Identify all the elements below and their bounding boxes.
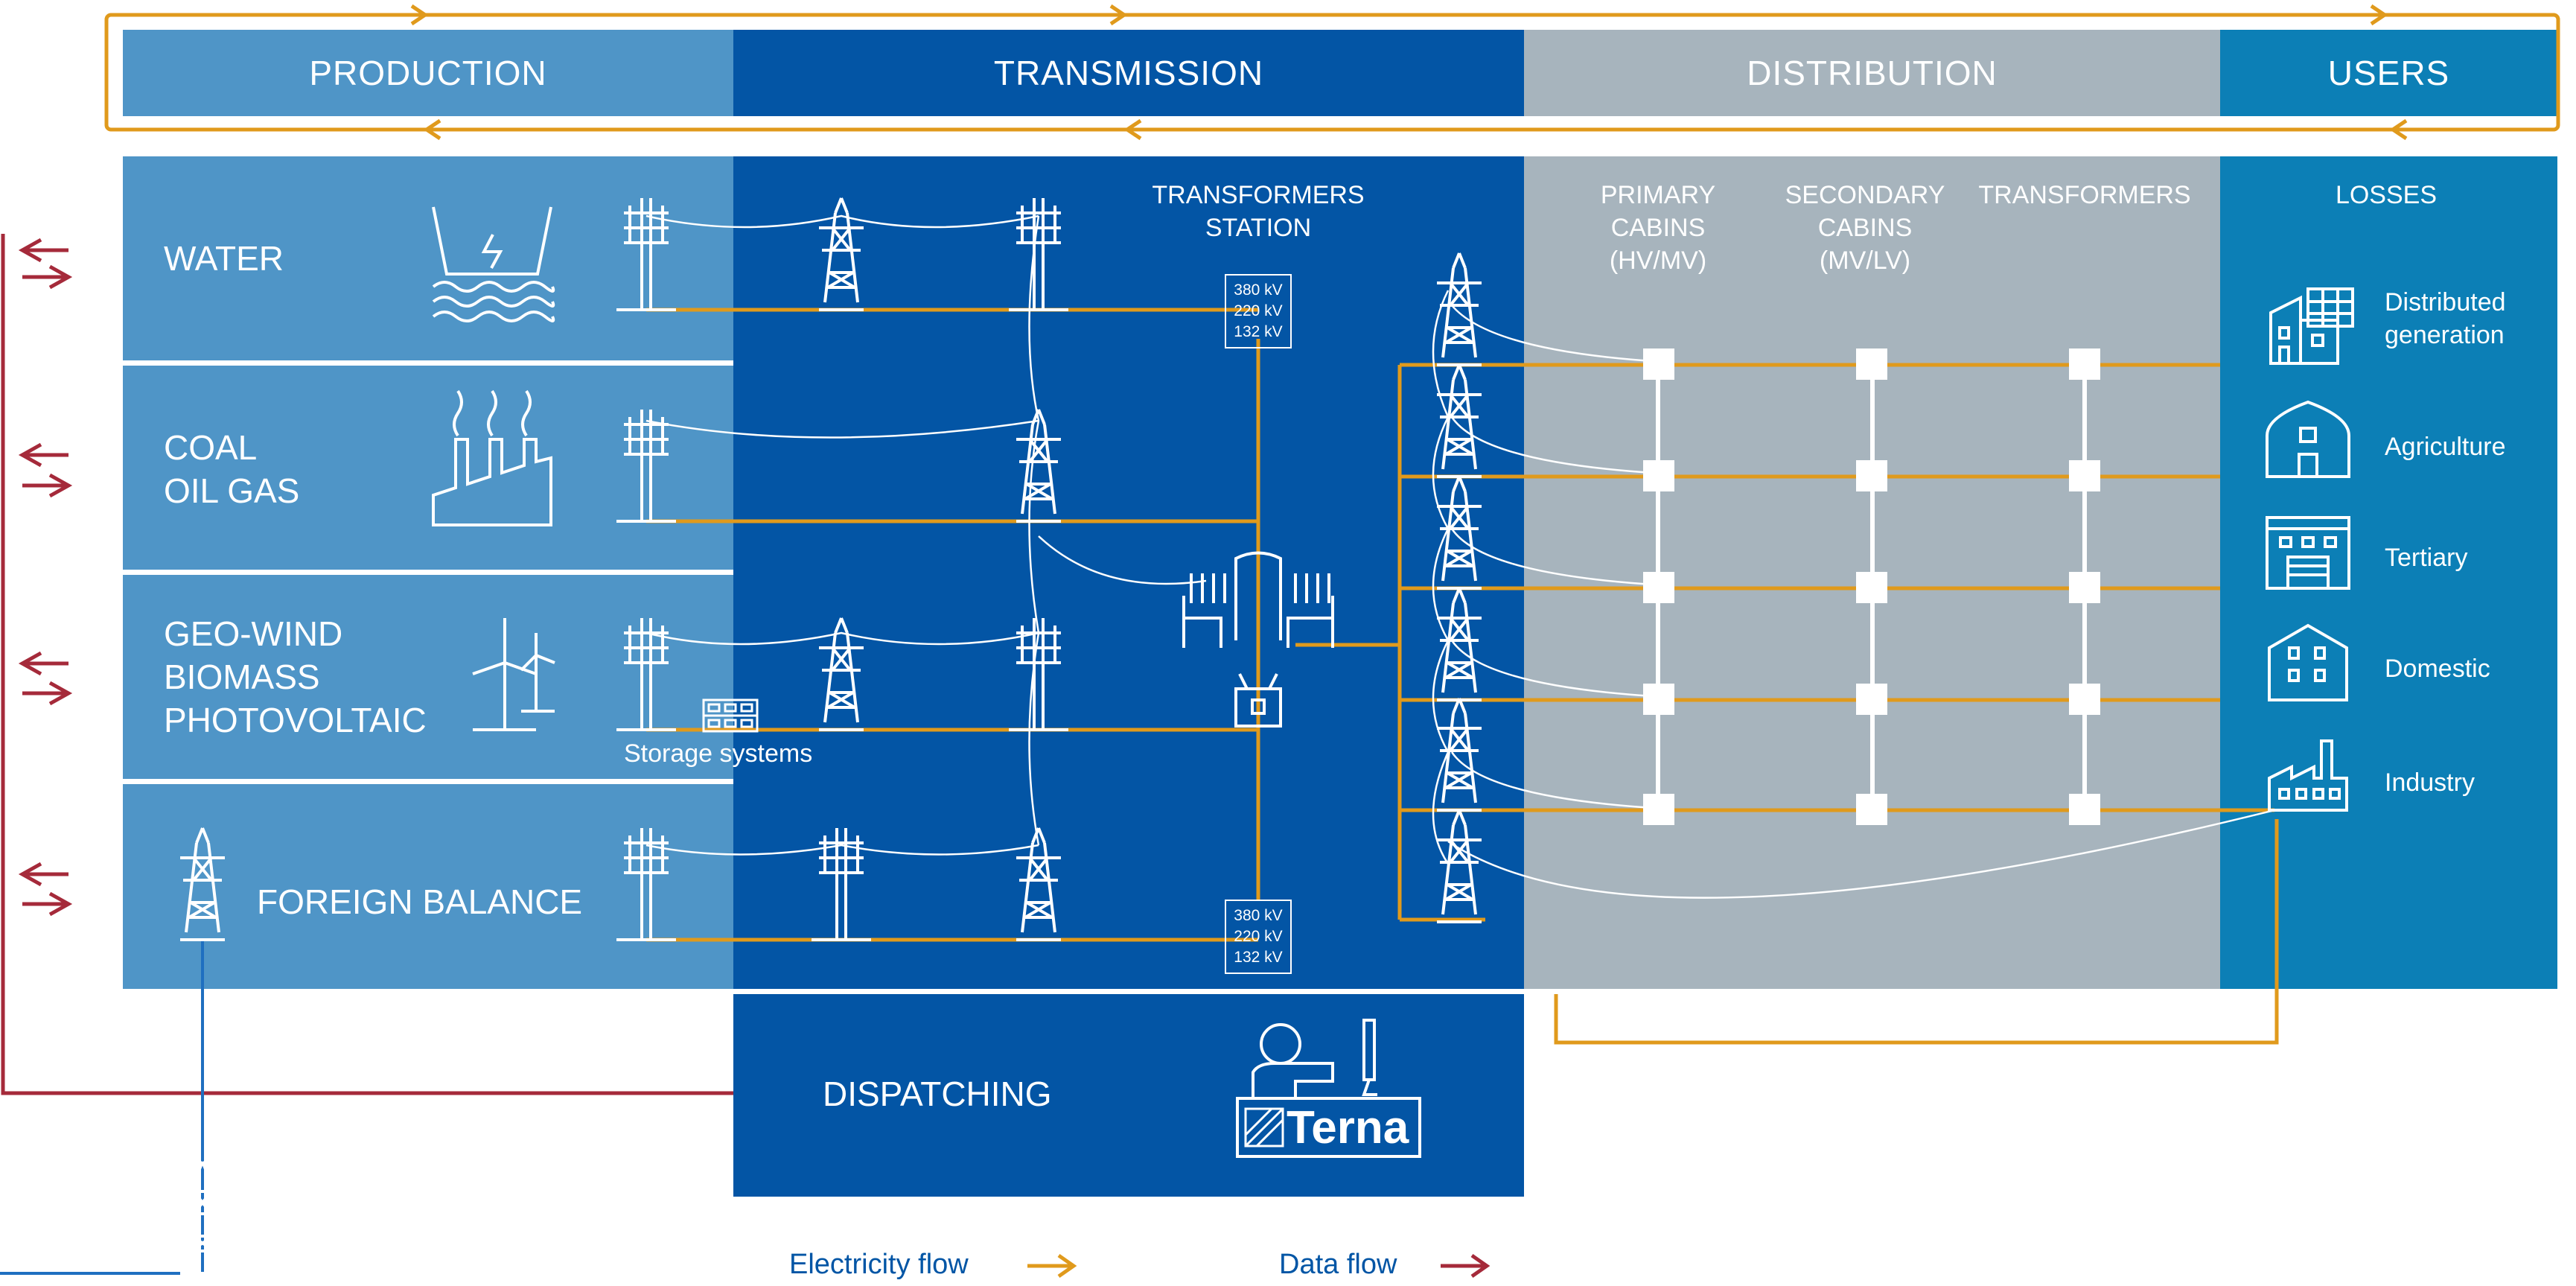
- solar-building-icon: [2269, 287, 2354, 365]
- user-label-distributed: Distributed generation: [2385, 288, 2506, 349]
- legend-electricity-arrow: [1027, 1253, 1077, 1279]
- dispatching-label: DISPATCHING: [823, 1075, 1052, 1113]
- hydro-dam-icon: [432, 206, 555, 322]
- voltage-220: 220 kV: [1234, 928, 1283, 945]
- user-label-industry: Industry: [2385, 768, 2475, 797]
- dispatching-area: [733, 994, 1524, 1197]
- wires: [645, 214, 2275, 899]
- transformers-station-label: TRANSFORMERS STATION: [1152, 181, 1365, 242]
- voltage-box-top: 380 kV 220 kV 132 kV: [1225, 274, 1292, 348]
- foreign-link-line: [0, 940, 204, 1275]
- terna-logo-text: Terna: [1287, 1102, 1409, 1153]
- voltage-132: 132 kV: [1234, 323, 1283, 340]
- secondary-cabins-label: SECONDARY CABINS (MV/LV): [1785, 181, 1945, 275]
- voltage-380: 380 kV: [1234, 907, 1283, 924]
- transmission-header-bg: [733, 30, 1524, 116]
- source-label-water: WATER: [164, 239, 284, 278]
- factory-chimneys-icon: [432, 389, 552, 526]
- primary-cabins-label: PRIMARY CABINS (HV/MV): [1600, 181, 1716, 275]
- user-label-tertiary: Tertiary: [2385, 544, 2468, 572]
- cabin-nodes: [1643, 348, 2100, 825]
- house-icon: [2268, 623, 2348, 701]
- user-label-domestic: Domestic: [2385, 655, 2490, 683]
- electricity-loop: [104, 4, 2560, 141]
- voltage-220: 220 kV: [1234, 302, 1283, 319]
- voltage-380: 380 kV: [1234, 281, 1283, 299]
- wind-turbine-icon: [472, 618, 555, 731]
- legend-electricity-label: Electricity flow: [789, 1249, 969, 1280]
- user-label-agriculture: Agriculture: [2385, 433, 2506, 461]
- transmission-area: [733, 156, 1524, 989]
- distribution-header-bg: [1524, 30, 2220, 116]
- legend-data-arrow: [1441, 1253, 1491, 1279]
- data-arrows: [18, 238, 73, 917]
- production-header-bg: [123, 30, 733, 116]
- transformers-label: TRANSFORMERS: [1978, 181, 2191, 209]
- industry-icon: [2268, 739, 2348, 812]
- legend-data-label: Data flow: [1279, 1249, 1397, 1280]
- voltage-box-bottom: 380 kV 220 kV 132 kV: [1225, 900, 1292, 974]
- operator-icon: [1252, 1019, 1377, 1098]
- substation-icon: [1182, 551, 1334, 728]
- barn-icon: [2266, 400, 2350, 478]
- source-label-foreign: FOREIGN BALANCE: [257, 882, 583, 921]
- storage-icon: [702, 698, 759, 733]
- header-transmission: TRANSMISSION: [993, 54, 1264, 92]
- header-distribution: DISTRIBUTION: [1747, 54, 1998, 92]
- terna-logo-mark: [1244, 1107, 1284, 1147]
- source-label-fossil: COAL OIL GAS: [164, 428, 300, 510]
- source-label-renewables: GEO-WIND BIOMASS PHOTOVOLTAIC: [164, 614, 427, 739]
- storage-label: Storage systems: [624, 739, 813, 768]
- losses-label: LOSSES: [2335, 181, 2438, 209]
- terna-logo-frame: [1236, 1097, 1421, 1158]
- header-users: USERS: [2327, 54, 2450, 92]
- data-flow-lines: [1, 234, 733, 1095]
- header-production: PRODUCTION: [309, 54, 547, 92]
- voltage-132: 132 kV: [1234, 949, 1283, 966]
- users-header-bg: [2220, 30, 2557, 116]
- office-icon: [2266, 516, 2350, 590]
